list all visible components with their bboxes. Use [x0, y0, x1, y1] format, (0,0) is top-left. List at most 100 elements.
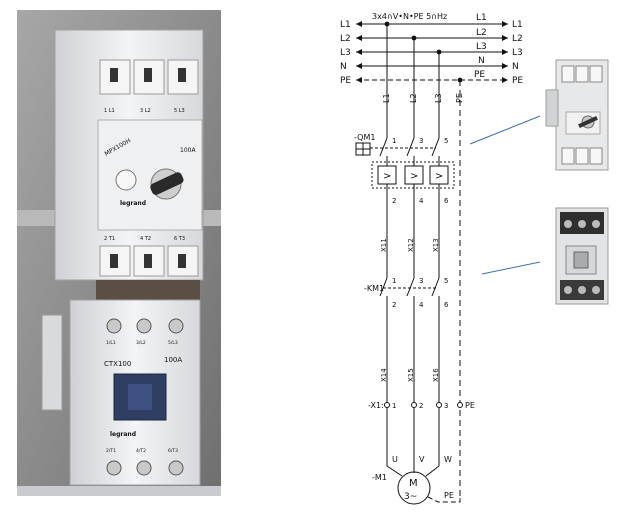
breaker-top-terminal-label-2: 3 L2	[140, 108, 151, 114]
supply-right-label-N-a: N	[478, 56, 485, 66]
drop-label-PE: PE	[455, 93, 464, 103]
breaker-terminal-6: 6	[444, 197, 449, 205]
motor-terminal-W: W	[444, 455, 452, 464]
drop-label-L1: L1	[382, 93, 391, 103]
pointer-contactor	[481, 261, 541, 275]
terminal-circles	[384, 402, 463, 408]
breaker-thumbnail	[545, 59, 609, 171]
breaker-bottom-terminal-label-1: 2 T1	[104, 236, 115, 242]
breaker-brand: legrand	[120, 200, 146, 207]
supply-right-label-L1-a: L1	[476, 13, 487, 23]
motor-phase: 3~	[404, 492, 417, 502]
wire-label-X14: X14	[380, 368, 388, 382]
supply-right-label-L2: L2	[512, 34, 523, 44]
contactor-bottom-label-2: 4/T2	[136, 448, 146, 454]
breaker-terminal-4: 4	[419, 197, 424, 205]
terminal-block-ref: -X1:	[368, 401, 384, 410]
terminal-2: 2	[419, 402, 423, 410]
auxiliary-block	[41, 314, 63, 411]
supply-header: 3x4∩V•N•PE 5∩Hz	[372, 12, 447, 21]
contactor-pole-3	[431, 277, 440, 297]
supply-right-label-PE: PE	[512, 76, 523, 86]
contactor-terminal-1: 1	[392, 277, 396, 285]
drop-label-L3: L3	[434, 93, 443, 103]
breaker-top-terminal-label-1: 1 L1	[104, 108, 115, 114]
breaker-terminal-5: 5	[444, 137, 448, 145]
breaker-bottom-terminal-label-2: 4 T2	[140, 236, 151, 242]
contactor-ref: -KM1	[364, 284, 384, 293]
contactor-top-label-1: 1/L1	[106, 340, 116, 346]
breaker-terminal-3: 3	[419, 137, 423, 145]
contactor-terminal-2: 2	[392, 301, 396, 309]
motor-symbol	[397, 471, 431, 505]
contactor-terminal-4: 4	[419, 301, 424, 309]
motor-lead-1	[386, 465, 403, 477]
contactor-thumbnail	[555, 207, 609, 305]
wire-label-X12: X12	[407, 238, 415, 252]
wire-label-X15: X15	[407, 368, 415, 382]
contactor-brand: legrand	[110, 431, 136, 438]
schematic: 3x4∩V•N•PE 5∩Hz L1 L2 L3 N PE L1 L2 L3 N…	[340, 12, 523, 505]
breaker-front-panel	[97, 119, 203, 231]
supply-right-label-L3: L3	[512, 48, 523, 58]
motor-terminal-U: U	[392, 455, 398, 464]
supply-right-label-N: N	[512, 62, 519, 72]
wire-label-X16: X16	[432, 368, 440, 382]
terminal-pe: PE	[465, 401, 475, 410]
adjust-dial	[115, 169, 137, 191]
breaker-pole-3	[431, 137, 440, 157]
motor-pe-link	[427, 496, 461, 503]
supply-left-label-N: N	[340, 62, 347, 72]
supply-left-label-L1: L1	[340, 20, 351, 30]
contactor-terminal-5: 5	[444, 277, 448, 285]
coil-window-inner	[128, 384, 152, 410]
contactor-bottom-label-1: 2/T1	[106, 448, 116, 454]
rotary-handle	[150, 172, 184, 195]
motor-letter: M	[409, 478, 418, 489]
contactor-top-label-3: 5/L3	[168, 340, 178, 346]
supply-right-label-L2-a: L2	[476, 28, 487, 38]
breaker-pole-2	[406, 137, 415, 157]
contactor-model: CTX100	[104, 360, 131, 368]
trip-frame	[371, 161, 455, 189]
contactor-pole-1	[379, 277, 388, 297]
breaker-terminal-2: 2	[392, 197, 396, 205]
supply-right-label-PE-a: PE	[474, 70, 485, 80]
motor-terminal-V: V	[419, 455, 425, 464]
breaker-top-terminals	[99, 59, 199, 95]
breaker-bottom-terminals	[99, 245, 199, 277]
supply-left-label-L2: L2	[340, 34, 351, 44]
contactor-rating: 100A	[164, 356, 182, 364]
breaker-pole-1	[379, 137, 388, 157]
motor-ref: -M1	[372, 473, 387, 482]
contactor-bottom-terminals	[106, 460, 184, 476]
contactor-top-terminals	[106, 318, 184, 334]
motor-lead-3	[425, 465, 440, 477]
breaker-terminal-1: 1	[392, 137, 396, 145]
pointer-breaker	[469, 115, 541, 145]
breaker-top-terminal-label-3: 5 L3	[174, 108, 185, 114]
photo-floor	[17, 486, 221, 496]
starter-photo: 1 L1 3 L2 5 L3 MPX100H 100A legrand 2 T1…	[17, 10, 221, 496]
drop-label-L2: L2	[409, 93, 418, 103]
contactor-terminal-3: 3	[419, 277, 423, 285]
supply-left-label-L3: L3	[340, 48, 351, 58]
motor-pe: PE	[444, 491, 454, 500]
wire-label-X11: X11	[380, 238, 388, 252]
contactor-terminal-6: 6	[444, 301, 449, 309]
trip-symbol-1: >	[383, 171, 391, 182]
breaker-rating: 100A	[180, 147, 196, 154]
terminal-3: 3	[444, 402, 448, 410]
breaker-bottom-terminal-label-3: 6 T3	[174, 236, 185, 242]
supply-left-label-PE: PE	[340, 76, 351, 86]
trip-symbol-2: >	[410, 171, 418, 182]
contactor-bottom-label-3: 6/T3	[168, 448, 178, 454]
breaker-ref: -QM1	[354, 133, 375, 142]
supply-right-label-L3-a: L3	[476, 42, 487, 52]
contactor-top-label-2: 3/L2	[136, 340, 146, 346]
contactor-pole-2	[406, 277, 415, 297]
link-bars	[96, 280, 200, 302]
trip-symbol-3: >	[435, 171, 443, 182]
wire-label-X13: X13	[432, 238, 440, 252]
